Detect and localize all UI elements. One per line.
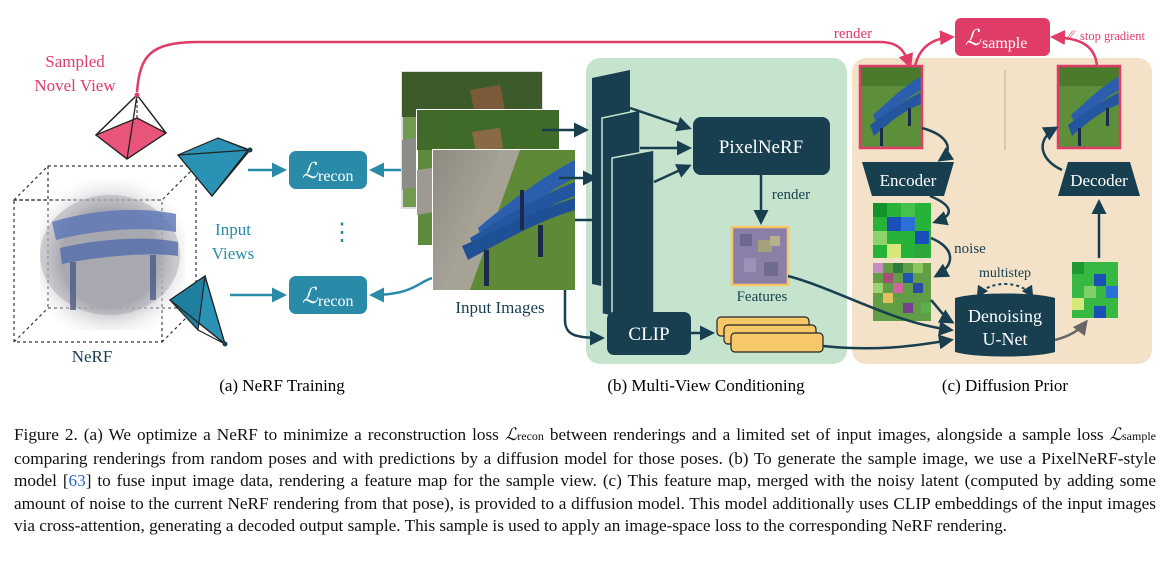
recon-loss-sub-1: recon — [318, 168, 354, 185]
features-map — [730, 225, 790, 287]
arrow-render-to-sample-loss — [913, 30, 955, 67]
vae-encoder-box: Encoder — [862, 162, 954, 196]
nerf-label: NeRF — [72, 347, 113, 366]
recon-loss-box-2: ℒ recon — [289, 276, 367, 314]
sample-loss-sub: sample — [982, 35, 1027, 52]
caption-math-recon-sub: recon — [517, 429, 544, 443]
multistep-label: multistep — [979, 266, 1031, 281]
feature-encoder-stack — [592, 70, 655, 351]
caption-math-sample: ℒ — [1109, 425, 1122, 444]
sampled-view-label-2: Novel View — [34, 76, 116, 95]
arrow-noisy-to-unet — [930, 299, 955, 324]
arrow-latent-to-noisy — [930, 236, 952, 278]
nerf-render-image — [860, 66, 922, 148]
denoised-latent — [1072, 262, 1118, 318]
input-camera-1-icon — [176, 137, 253, 197]
figure-caption: Figure 2. (a) We optimize a NeRF to mini… — [14, 424, 1156, 538]
arrow-images-to-recon-2 — [369, 276, 434, 303]
recon-loss-symbol-1: ℒ — [302, 158, 319, 183]
arrow-unet-to-latent — [1054, 319, 1088, 342]
multistep-loop — [976, 283, 1034, 299]
arrow-decoder-to-output — [1041, 126, 1063, 172]
arrow-clip-to-unet — [822, 334, 954, 350]
clip-embeddings — [716, 316, 824, 353]
sample-loss-symbol: ℒ — [965, 25, 982, 50]
caption-part-4: ] to fuse input image data, rendering a … — [14, 471, 1156, 536]
arrow-decoded-to-sample-loss — [1050, 29, 1099, 67]
figure-diagram: Sampled Novel View render NeRF — [12, 18, 1152, 395]
noise-label: noise — [954, 241, 986, 257]
sampled-view-label-1: Sampled — [45, 52, 105, 71]
arrow-img-to-clip — [563, 290, 605, 346]
nerf-bench-render — [40, 180, 185, 330]
input-image-front — [432, 149, 576, 291]
decoder-label: Decoder — [1070, 171, 1128, 190]
encoder-label: Encoder — [880, 171, 937, 190]
caption-part-3: comparing renderings from random poses a… — [14, 448, 1156, 491]
caption-citation-link[interactable]: 63 — [68, 471, 86, 491]
nerf-render-border — [858, 64, 924, 150]
arrow-enc-to-pixelnerf-3 — [653, 164, 692, 184]
denoising-label-2: U-Net — [983, 329, 1028, 349]
clip-label: CLIP — [628, 324, 669, 345]
panel-b-label: (b) Multi-View Conditioning — [607, 376, 805, 395]
caption-math-sample-sub: sample — [1121, 429, 1156, 443]
caption-part-2: between renderings and a limited set of … — [543, 425, 1110, 444]
denoising-unet-box: Denoising U-Net — [955, 293, 1055, 357]
arrow-features-to-unet — [787, 274, 954, 336]
clean-latent — [873, 203, 931, 258]
arrow-render-to-encoder — [921, 126, 955, 162]
caption-math-recon: ℒ — [504, 425, 518, 444]
render-label-mid: render — [772, 187, 810, 203]
panel-c-label: (c) Diffusion Prior — [942, 376, 1069, 395]
recon-loss-sub-2: recon — [318, 293, 354, 310]
arrow-enc-to-pixelnerf-1 — [629, 106, 692, 132]
stop-gradient-label: stop gradient — [1080, 29, 1145, 43]
caption-part-1: Figure 2. (a) We optimize a NeRF to mini… — [14, 425, 505, 444]
input-camera-2-icon — [168, 274, 228, 347]
features-label: Features — [737, 289, 788, 305]
denoising-label-1: Denoising — [968, 306, 1042, 326]
vae-decoder-box: Decoder — [1058, 162, 1140, 196]
render-arrow-pink — [135, 40, 914, 93]
clip-box: CLIP — [607, 312, 691, 355]
recon-loss-box-1: ℒ recon — [289, 151, 367, 189]
input-images-label: Input Images — [455, 298, 544, 317]
input-views-label-1: Input — [215, 220, 251, 239]
panel-a-label: (a) NeRF Training — [219, 376, 345, 395]
vertical-ellipsis: ⋮ — [330, 220, 354, 246]
input-views-label-2: Views — [212, 244, 254, 263]
sampled-camera-icon — [94, 92, 168, 160]
stop-gradient-mark: ⁄⁄ — [1065, 28, 1077, 44]
decoded-output-image — [1058, 66, 1120, 148]
arrow-encoder-to-latent — [929, 194, 950, 226]
sample-loss-box: ℒ sample — [955, 18, 1050, 56]
pixelnerf-box: PixelNeRF — [693, 117, 830, 175]
recon-loss-symbol-2: ℒ — [302, 283, 319, 308]
pixelnerf-label: PixelNeRF — [719, 137, 803, 158]
render-label-top: render — [834, 26, 872, 42]
decoded-output-border — [1056, 64, 1122, 150]
